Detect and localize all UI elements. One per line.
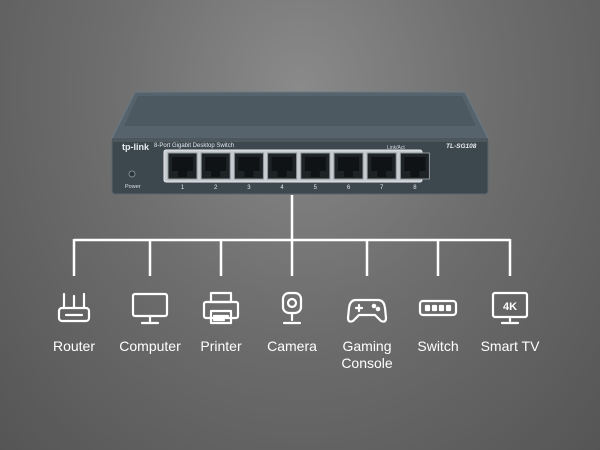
brand-logo: tp-link [122,142,149,152]
ethernet-port [167,152,198,180]
ethernet-port [366,152,397,180]
device-label: Camera [267,338,317,354]
port-number: 7 [380,185,384,191]
device-router: Router [32,290,116,355]
switch-icon [418,299,458,317]
ethernet-port [233,152,264,180]
ethernet-port [267,152,298,180]
switch-model: TL-SG108 [446,143,477,150]
device-label: Router [52,338,96,354]
device-monitor: Computer [108,290,192,355]
port-number: 8 [413,185,417,191]
port-number: 1 [180,185,185,191]
tv-badge: 4K [503,301,517,313]
port-number: 2 [214,185,218,191]
ethernet-port [300,152,331,180]
camera-icon [281,291,303,325]
ethernet-port [399,152,430,180]
gamepad-icon [346,298,388,323]
connection-lines [74,195,510,242]
router-icon [57,292,91,323]
power-label: Power [125,184,141,190]
device-switch: Switch [396,290,480,355]
device-tv: 4K Smart TV [468,290,552,355]
link-act-label: Link/Act [387,145,405,151]
device-label: Printer [200,338,242,354]
monitor-icon [131,292,169,325]
device-label: Switch [417,338,459,354]
port-number: 3 [247,185,251,191]
ethernet-port [200,152,231,180]
port-number: 4 [280,185,284,191]
device-label: Smart TV [480,338,540,354]
device-label: Computer [119,338,181,354]
port-number: 6 [346,185,351,191]
power-led [128,170,136,178]
device-camera: Camera [250,290,334,355]
device-printer: Printer [179,290,263,355]
printer-icon [202,291,240,325]
switch-description: 8-Port Gigabit Desktop Switch [154,143,235,149]
port-number: 5 [313,185,317,191]
ethernet-port [333,152,364,180]
tv-icon: 4K [491,291,529,325]
